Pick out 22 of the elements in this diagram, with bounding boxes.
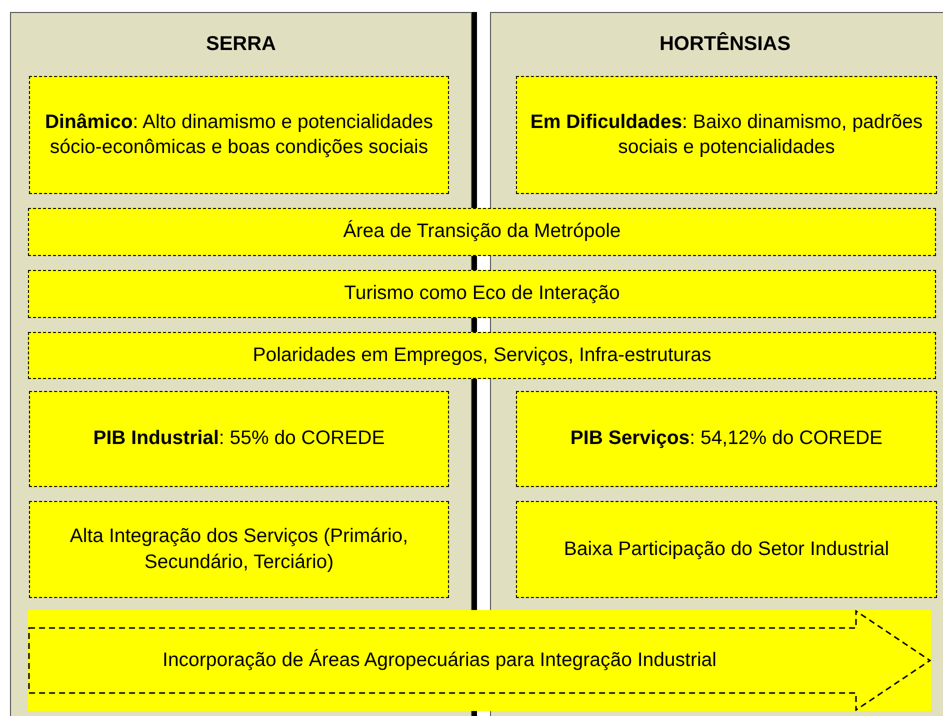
box-text: PIB Serviços: 54,12% do COREDE	[570, 426, 883, 452]
box-text: Polaridades em Empregos, Serviços, Infra-estruturas	[252, 342, 712, 368]
dashed-box	[28, 332, 936, 379]
dashed-box	[516, 501, 937, 598]
arrow-banner	[28, 610, 931, 711]
dashed-box	[516, 391, 937, 487]
panel-heading: SERRA	[204, 33, 277, 56]
dashed-box	[29, 501, 449, 598]
dashed-box	[28, 270, 936, 318]
dashed-box	[29, 391, 449, 487]
box-text: PIB Industrial: 55% do COREDE	[93, 426, 385, 452]
box-text: Baixa Participação do Setor Industrial	[564, 536, 890, 562]
box-text: Dinâmico: Alto dinamismo e potencialidades sócio-econômicas e boas condições sociais	[44, 110, 434, 160]
dashed-box	[516, 76, 937, 194]
panel-heading: HORTÊNSIAS	[658, 33, 792, 56]
box-text: Área de Transição da Metrópole	[343, 219, 621, 244]
dashed-box	[29, 76, 449, 194]
box-text: Em Dificuldades: Baixo dinamismo, padrões sociais e potencialidades	[529, 110, 924, 160]
box-text: Turismo como Eco de Interação	[344, 281, 620, 306]
dashed-box	[28, 208, 936, 256]
banner-text: Incorporação de Áreas Agropecuárias para Integração Industrial	[162, 648, 716, 673]
box-text: Alta Integração dos Serviços (Primário, Secundário, Terciário)	[68, 524, 410, 574]
